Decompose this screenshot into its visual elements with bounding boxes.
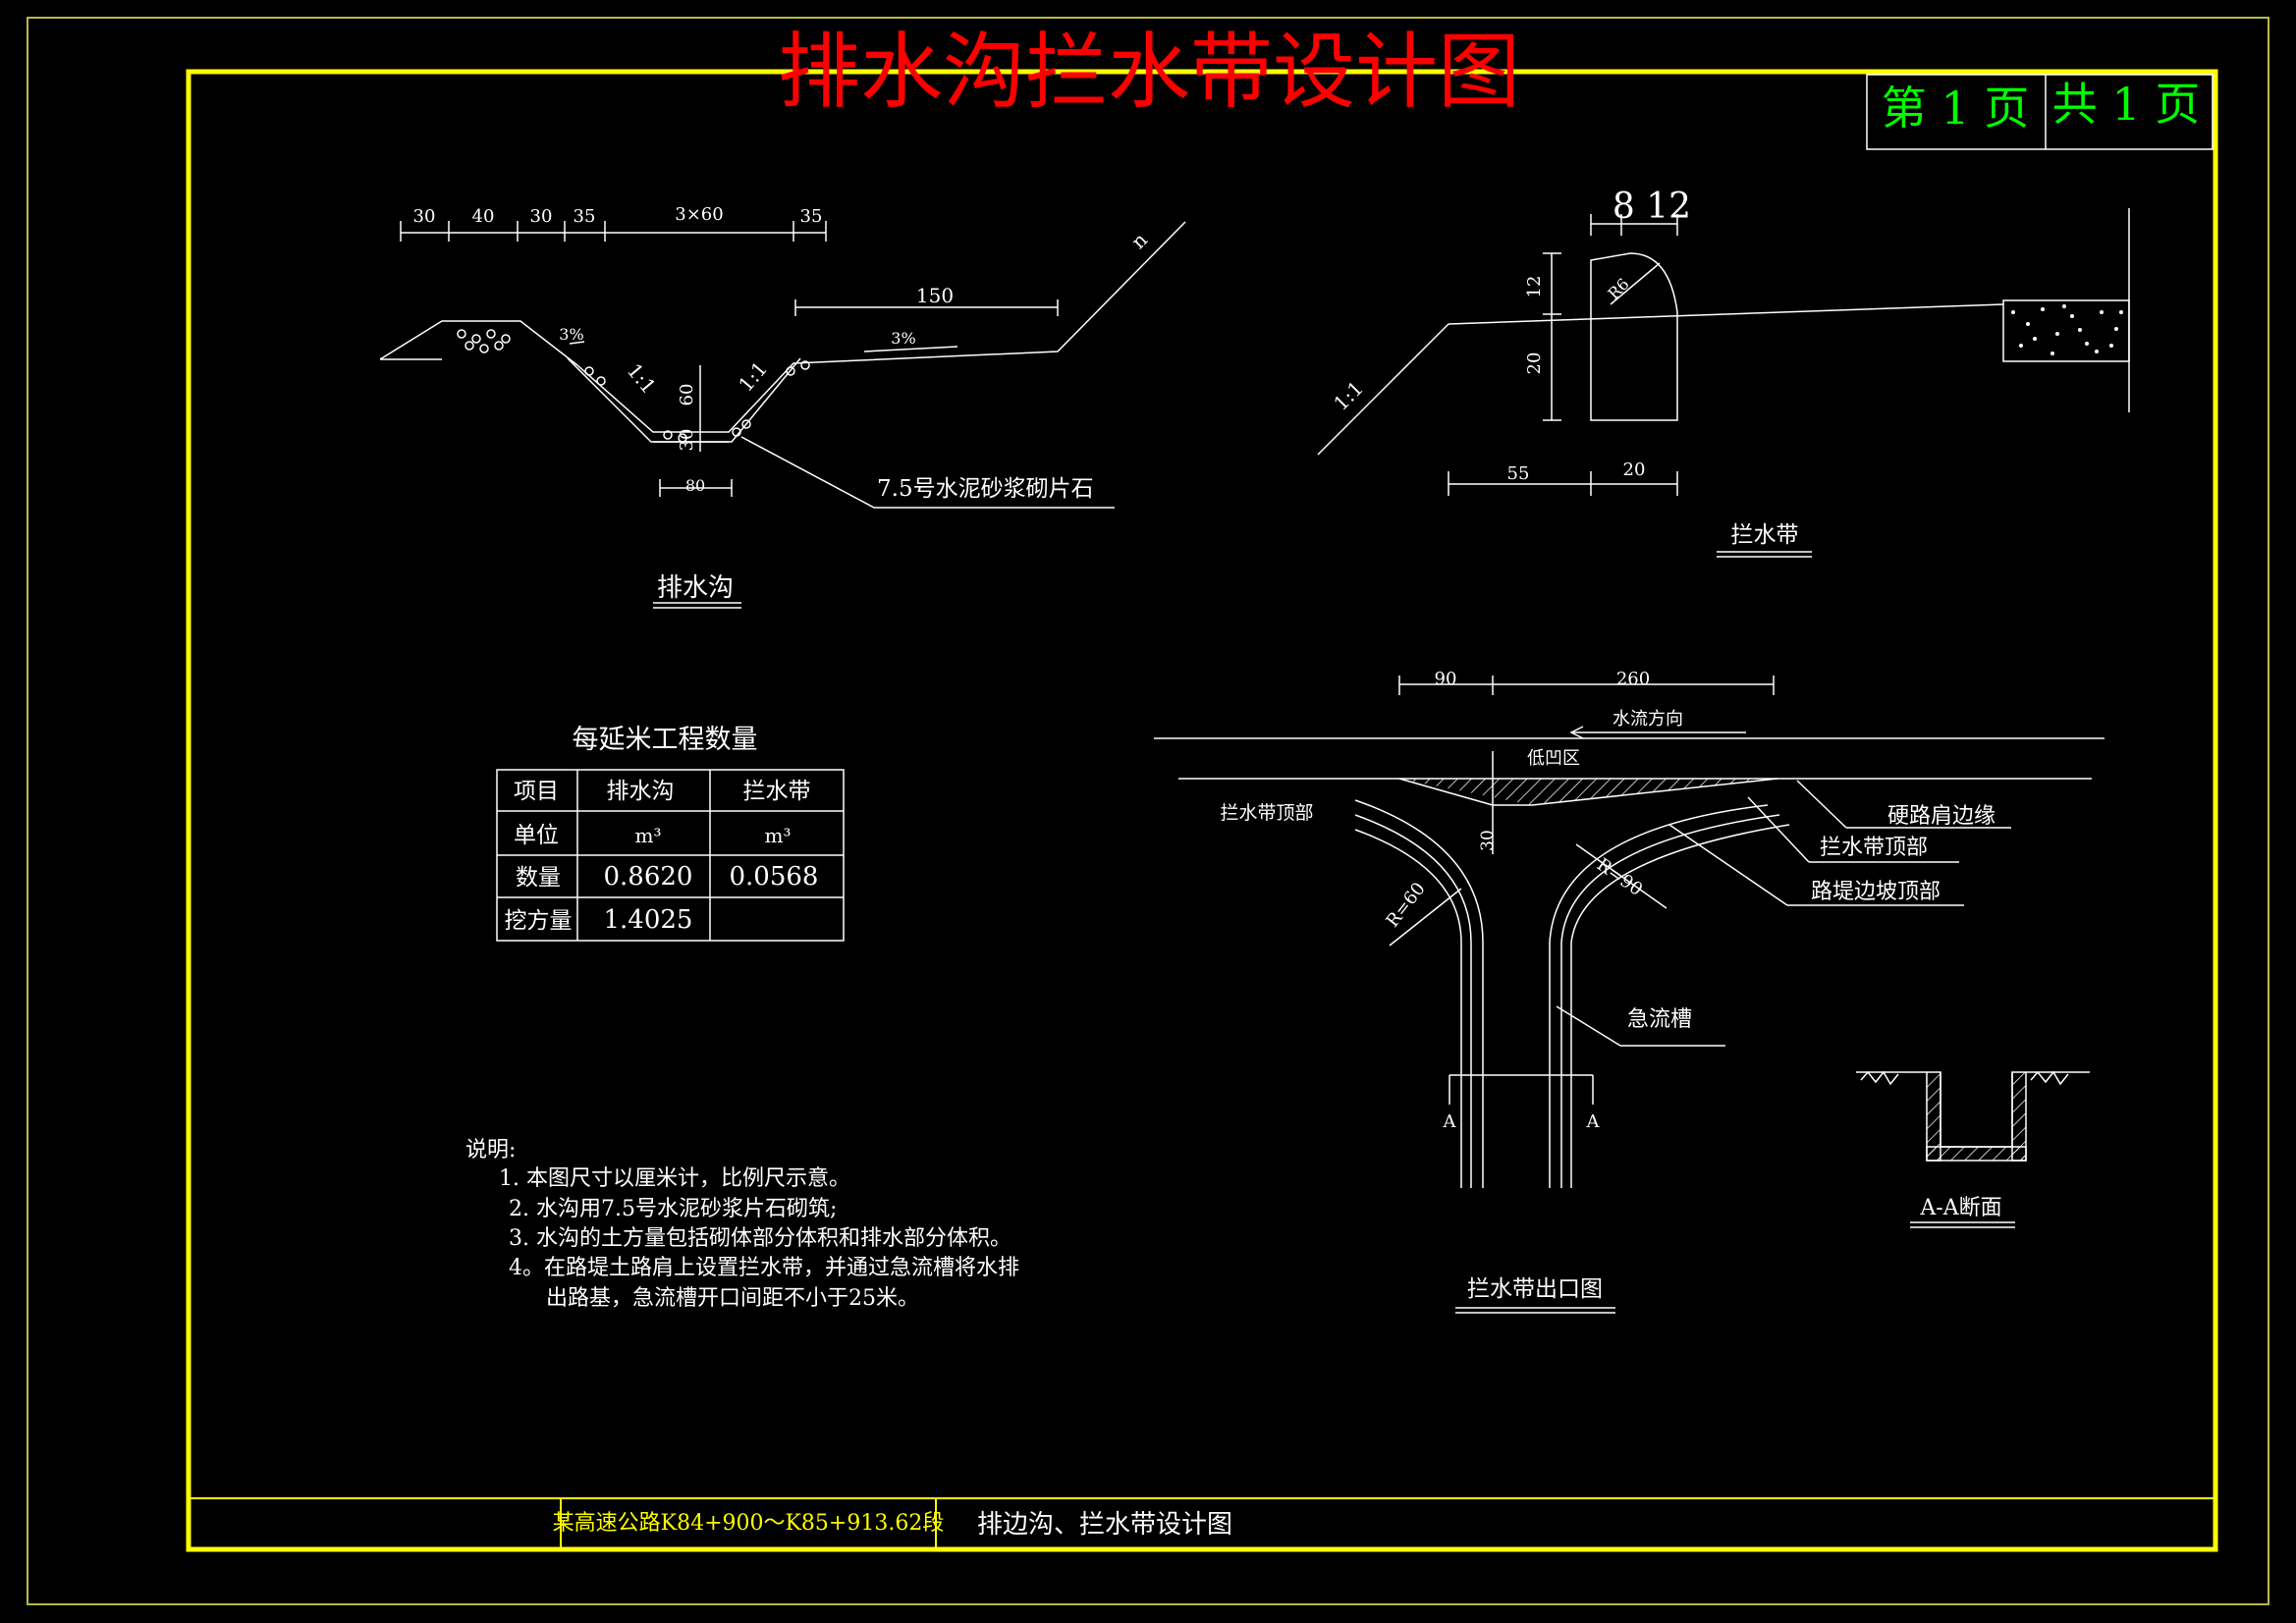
outlet-hard-shoulder: 硬路肩边缘: [1887, 804, 1995, 829]
ditch-dim-150: 150: [916, 284, 954, 307]
quantity-table-title: 每延米工程数量: [573, 725, 758, 755]
section-aa: [1856, 1070, 2090, 1228]
notes-heading: 说明:: [465, 1138, 516, 1163]
table-row-excav-ditch: 1.4025: [604, 905, 693, 935]
curb-slope: 1:1: [1329, 376, 1368, 415]
note-2: 2. 水沟用7.5号水泥砂浆片石砌筑;: [509, 1197, 837, 1221]
ditch-labels: 30 40 30 35 3×60 35 150 3% 3% 1:1 1:1 60…: [413, 204, 1153, 603]
page-current: 第 1 页: [1882, 81, 2030, 135]
ditch-caption: 排水沟: [657, 573, 734, 603]
note-5: 出路基，急流槽开口间距不小于25米。: [546, 1286, 919, 1311]
curb-section: [1317, 208, 2130, 558]
outlet-plan: [1154, 676, 2105, 1314]
quantity-table-cells: 项目 排水沟 拦水带 单位 m³ m³ 数量 0.8620 0.0568 挖方量…: [505, 779, 819, 935]
ditch-dim-1: 30: [413, 206, 436, 227]
section-aa-caption: A-A断面: [1919, 1196, 2001, 1220]
curb-pavement-texture: [2011, 304, 2123, 355]
page-box: 第 1 页 共 1 页: [1866, 74, 2214, 150]
outlet-chute: 急流槽: [1627, 1007, 1692, 1032]
ditch-caption-underline: [653, 602, 741, 609]
outlet-curb-top-left: 拦水带顶部: [1220, 802, 1313, 824]
outlet-curb-top-right: 拦水带顶部: [1820, 836, 1928, 860]
table-row-unit-ditch: m³: [635, 824, 662, 847]
ditch-dim-30: 30: [677, 429, 697, 452]
ditch-dim-3: 30: [530, 206, 553, 227]
outlet-r60: R=60: [1383, 879, 1430, 932]
table-header-curb: 拦水带: [743, 779, 811, 804]
table-row-unit-curb: m³: [765, 824, 792, 847]
curb-dim-55: 55: [1507, 463, 1530, 484]
outer-frame: [27, 17, 2269, 1605]
table-header-item: 项目: [514, 779, 559, 804]
table-header-ditch: 排水沟: [607, 779, 675, 804]
curb-dim-20-v: 20: [1524, 352, 1545, 375]
outlet-dim-90: 90: [1435, 669, 1457, 689]
page-total: 共 1 页: [2052, 78, 2201, 131]
table-row-qty-ditch: 0.8620: [604, 862, 693, 892]
notes: 说明: 1. 本图尺寸以厘米计，比例尺示意。 2. 水沟用7.5号水泥砂浆片石砌…: [465, 1138, 1019, 1311]
outlet-section-a-right: A: [1586, 1111, 1601, 1132]
table-row-qty-curb: 0.0568: [730, 862, 819, 892]
inner-frame: [186, 69, 2218, 1552]
table-row-unit-label: 单位: [514, 823, 559, 848]
ditch-slope-3pct-left: 3%: [559, 325, 583, 344]
ditch-section: [379, 221, 1186, 509]
outlet-flow: 水流方向: [1613, 709, 1683, 730]
outlet-dim-260: 260: [1616, 669, 1650, 689]
outlet-low-zone: 低凹区: [1527, 748, 1580, 769]
title-block: [189, 1497, 2215, 1549]
ditch-dim-80: 80: [685, 476, 705, 495]
ditch-slope-right: 1:1: [734, 356, 772, 396]
outlet-caption: 拦水带出口图: [1467, 1276, 1603, 1302]
ditch-n-label: n: [1126, 228, 1152, 253]
curb-dim-top: 8 12: [1613, 187, 1691, 227]
ditch-dim-4: 35: [574, 206, 596, 227]
ditch-dim-6: 35: [800, 206, 823, 227]
quantity-table: [496, 769, 845, 942]
ditch-dim-60: 60: [677, 384, 697, 406]
note-1: 1. 本图尺寸以厘米计，比例尺示意。: [499, 1166, 850, 1191]
outlet-dim-30: 30: [1478, 830, 1498, 851]
ditch-material: 7.5号水泥砂浆砌片石: [877, 476, 1094, 502]
curb-radius: R6: [1605, 275, 1633, 303]
title-block-project: 某高速公路K84+900～K85+913.62段: [553, 1511, 945, 1536]
curb-labels: 8 12 12 20 R6 1:1 55 20 拦水带: [1329, 187, 1798, 548]
note-3: 3. 水沟的土方量包括砌体部分体积和排水部分体积。: [509, 1226, 1011, 1251]
ditch-dim-5: 3×60: [675, 204, 723, 225]
curb-dim-12: 12: [1524, 276, 1545, 298]
outlet-section-a-left: A: [1443, 1111, 1457, 1132]
ditch-dim-2: 40: [472, 206, 495, 227]
ditch-slope-left: 1:1: [623, 358, 661, 398]
ditch-slope-3pct-right: 3%: [891, 329, 915, 348]
curb-dim-20-h: 20: [1623, 460, 1646, 480]
table-row-qty-label: 数量: [516, 865, 561, 891]
outlet-embankment-top: 路堤边坡顶部: [1811, 880, 1941, 904]
curb-caption: 拦水带: [1731, 522, 1799, 548]
drawing-title: 排水沟拦水带设计图: [778, 24, 1520, 120]
outlet-labels: 90 260 水流方向 低凹区 拦水带顶部 30 R=60 R=90 硬路肩边缘…: [1220, 669, 1995, 1302]
title-block-drawing: 排边沟、拦水带设计图: [977, 1510, 1232, 1540]
table-row-excav-label: 挖方量: [505, 908, 573, 934]
note-4: 4。在路堤土路肩上设置拦水带，并通过急流槽将水排: [509, 1256, 1019, 1280]
